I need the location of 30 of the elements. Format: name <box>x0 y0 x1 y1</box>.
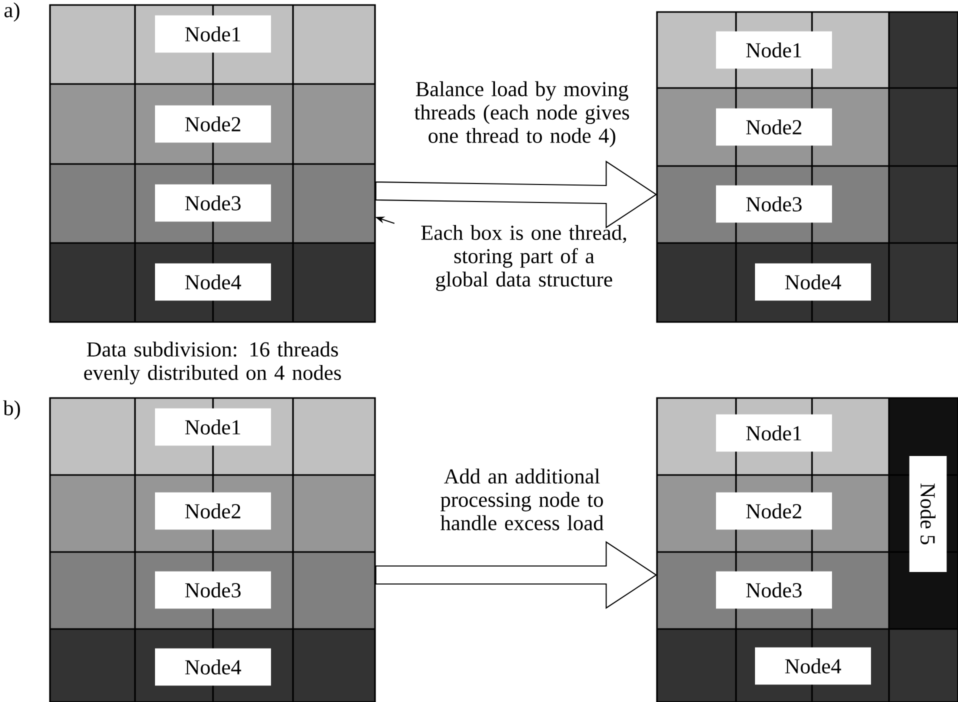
thread-cell <box>293 164 375 243</box>
node-label-box: Node4 <box>155 648 271 686</box>
edge-label: Add an additional processing node to handle excess load <box>440 468 604 530</box>
node-label-box: Node 5 <box>909 456 947 572</box>
node-label-box: Node2 <box>155 105 271 143</box>
panel-label: b) <box>3 400 20 420</box>
node-label-box: Node4 <box>155 263 271 301</box>
grid-frame <box>656 11 958 323</box>
node-label-box: Node3 <box>155 184 271 222</box>
block-arrow <box>375 160 658 228</box>
node-label-box: Node4 <box>755 647 871 685</box>
edge-label: Balance load by moving threads (each node gives one thread to node 4) <box>414 81 630 148</box>
annotation-text: Each box is one thread, storing part of a global data structure <box>421 224 626 292</box>
node-label-box: Node3 <box>716 571 832 609</box>
node-label-box: Node1 <box>716 31 832 69</box>
node-label-box: Node4 <box>755 263 871 301</box>
node-label-box: Node1 <box>155 408 271 446</box>
node-label-box: Node2 <box>716 108 832 146</box>
grid-frame <box>49 4 376 323</box>
node-label-box: Node2 <box>716 492 832 530</box>
grid-frame <box>656 397 958 702</box>
grid-frame <box>49 397 376 702</box>
grid-caption: Data subdivision: 16 threads evenly distributed on 4 nodes <box>84 342 341 384</box>
node-label-box: Node2 <box>155 492 271 530</box>
node-label-box: Node3 <box>155 571 271 609</box>
panel-label: a) <box>4 2 20 22</box>
node-label-box: Node3 <box>716 185 832 223</box>
block-arrow <box>375 541 658 609</box>
node-label-box: Node1 <box>155 15 271 53</box>
node-label-box: Node1 <box>716 414 832 452</box>
